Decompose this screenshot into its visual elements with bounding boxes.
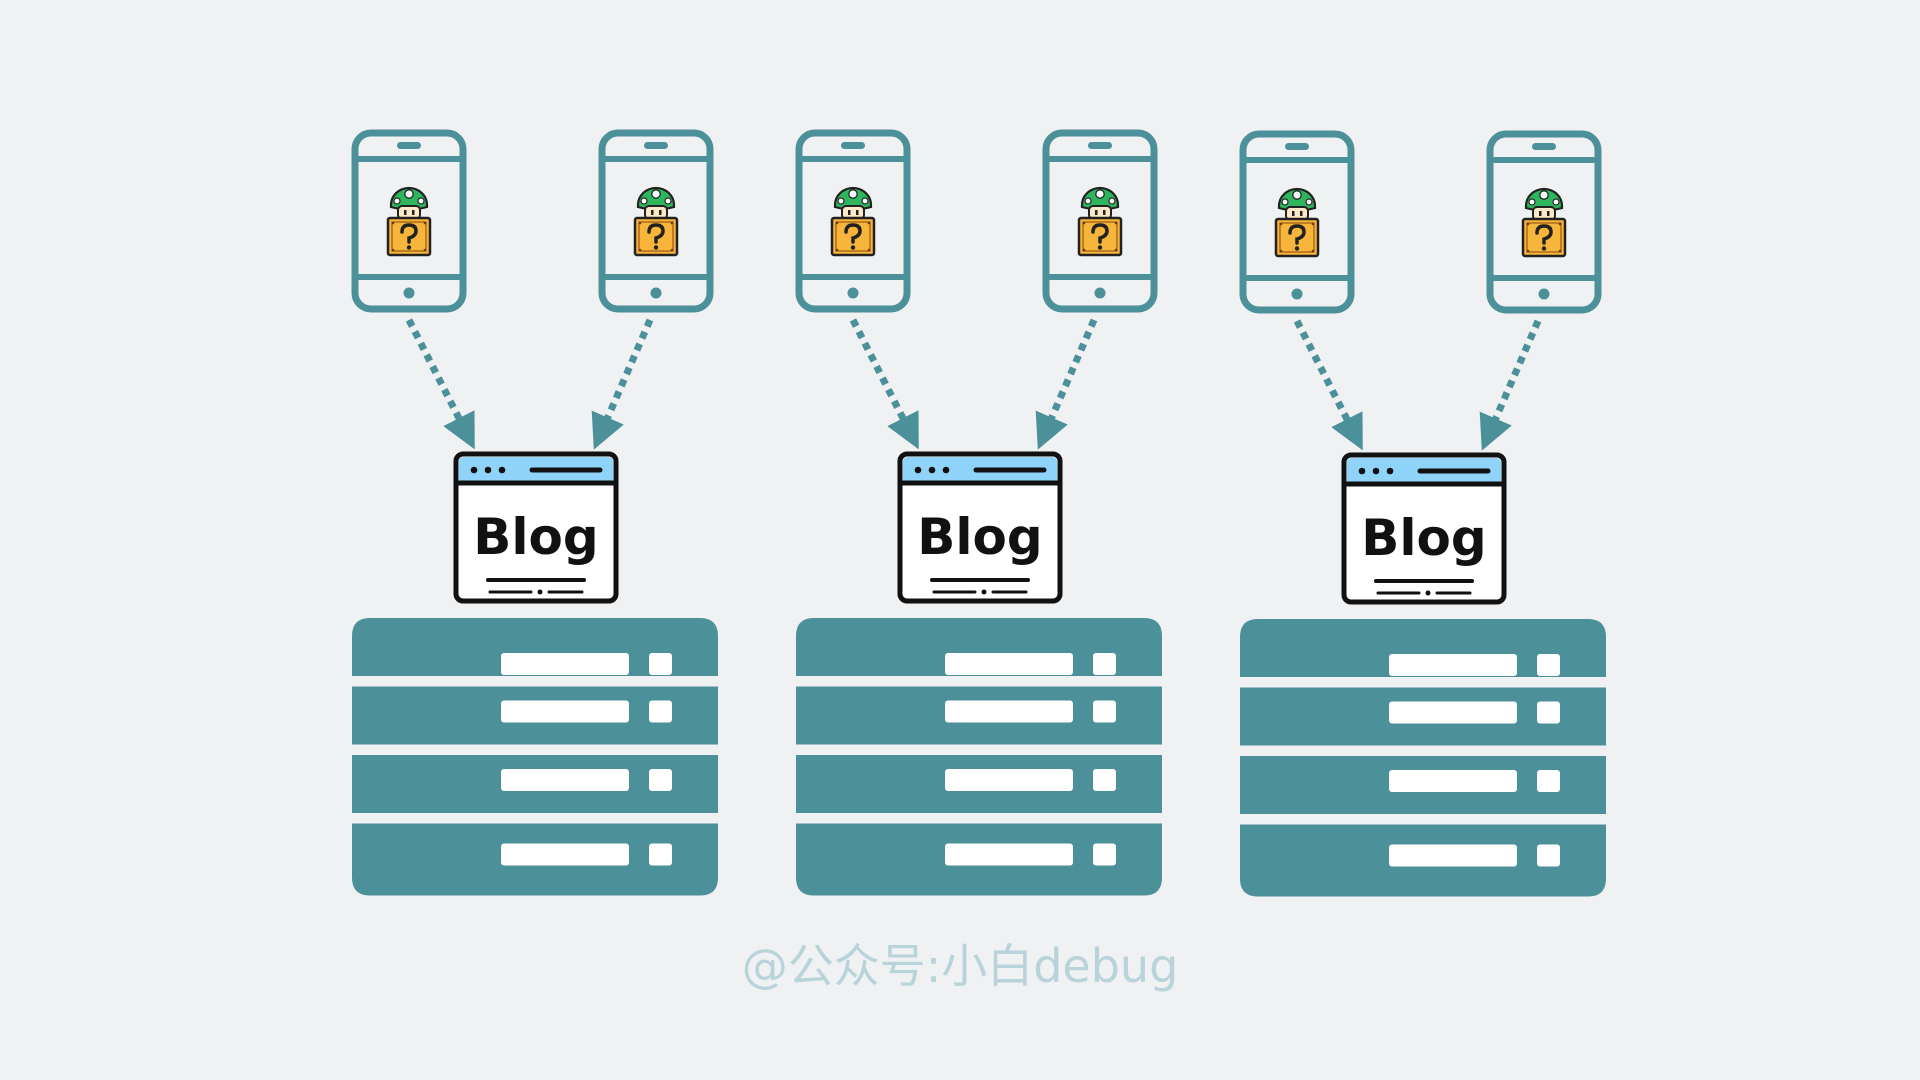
smartphone-icon — [795, 129, 911, 313]
smartphone-icon — [1042, 129, 1158, 313]
mushroom-question-block-icon — [1077, 186, 1123, 257]
group-3: Blog — [1239, 130, 1606, 897]
server-unit — [1240, 824, 1606, 897]
server-unit — [796, 686, 1162, 745]
browser-window-icon: Blog — [897, 451, 1063, 604]
group-1: Blog — [351, 129, 718, 896]
server-unit — [352, 823, 718, 896]
group-2: Blog — [795, 129, 1162, 896]
server-unit — [796, 618, 1162, 676]
server-rack-icon — [352, 618, 718, 896]
server-unit — [796, 755, 1162, 813]
dotted-arrow — [1035, 318, 1098, 450]
mushroom-question-block-icon — [830, 186, 876, 257]
server-unit — [352, 686, 718, 745]
server-unit — [352, 618, 718, 676]
browser-window-icon: Blog — [1341, 452, 1507, 605]
server-unit — [352, 755, 718, 813]
dotted-arrow — [1479, 319, 1542, 451]
blog-label: Blog — [917, 508, 1042, 566]
server-rack-icon — [1240, 619, 1606, 897]
mushroom-question-block-icon — [386, 186, 432, 257]
smartphone-icon — [1239, 130, 1355, 314]
watermark: @公众号:小白debug — [741, 939, 1179, 993]
server-unit — [796, 823, 1162, 896]
browser-window-icon: Blog — [453, 451, 619, 604]
mushroom-question-block-icon — [633, 186, 679, 257]
blog-label: Blog — [1361, 509, 1486, 567]
smartphone-icon — [598, 129, 714, 313]
server-rack-icon — [796, 618, 1162, 896]
smartphone-icon — [1486, 130, 1602, 314]
dotted-arrow — [405, 318, 475, 450]
mushroom-question-block-icon — [1521, 187, 1567, 258]
server-unit — [1240, 619, 1606, 677]
dotted-arrow — [849, 318, 919, 450]
dotted-arrow — [1293, 319, 1363, 451]
blog-label: Blog — [473, 508, 598, 566]
smartphone-icon — [351, 129, 467, 313]
server-unit — [1240, 687, 1606, 746]
dotted-arrow — [591, 318, 654, 450]
server-unit — [1240, 756, 1606, 814]
mushroom-question-block-icon — [1274, 187, 1320, 258]
